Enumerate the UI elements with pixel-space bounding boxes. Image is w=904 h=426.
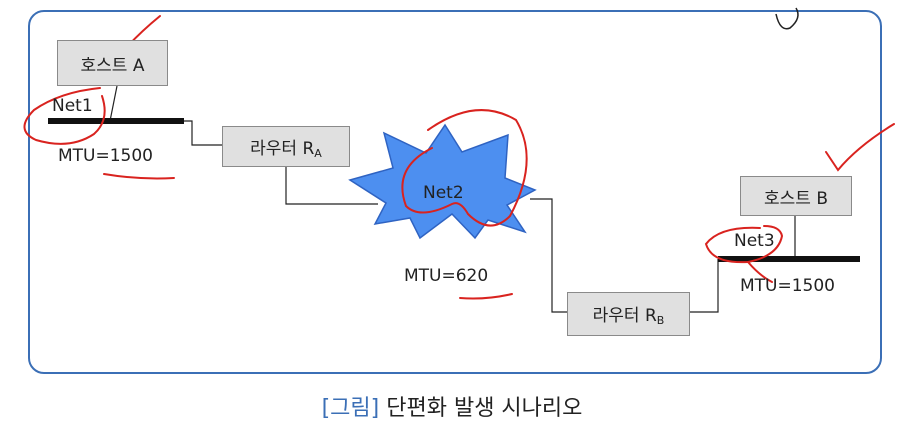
caption-bracket: [그림] — [321, 396, 380, 421]
net2-label: Net2 — [423, 183, 464, 203]
net3-mtu-label: MTU=1500 — [740, 276, 836, 296]
net1-bus — [48, 118, 184, 124]
routerb-net3-link — [690, 259, 719, 313]
net2-cloud — [348, 123, 537, 240]
net1-label: Net1 — [52, 96, 93, 116]
router-b-label: 라우터 RB — [592, 306, 665, 327]
host-b-box: 호스트 B — [740, 176, 852, 216]
router-a-subscript: A — [314, 146, 322, 160]
net3-label: Net3 — [734, 231, 775, 251]
host-a-label: 호스트 A — [80, 55, 145, 76]
net2-circle-annotation — [401, 109, 528, 227]
router-a-label: 라우터 RA — [250, 138, 322, 160]
figure-caption: [그림] 단편화 발생 시나리오 — [0, 390, 904, 422]
check-mark-annotation-b — [825, 123, 895, 172]
host-a-box: 호스트 A — [57, 40, 168, 86]
mtu620-underline-annotation — [459, 293, 513, 300]
net3-tail-annotation — [747, 261, 773, 283]
net1-routera-link — [182, 120, 222, 146]
mtu1500-underline-annotation — [103, 173, 175, 180]
net1-circle-annotation — [23, 87, 106, 145]
host-b-label: 호스트 B — [764, 188, 828, 209]
net3-bus — [718, 256, 860, 262]
routera-net2-link — [285, 167, 378, 205]
hosta-net1-link — [109, 85, 118, 122]
router-b-box: 라우터 RB — [567, 292, 690, 336]
scribble-annotation — [775, 7, 799, 30]
router-a-box: 라우터 RA — [222, 126, 350, 167]
net2-routerb-link — [530, 198, 567, 313]
figure-frame — [28, 10, 882, 374]
caption-text: 단편화 발생 시나리오 — [379, 396, 583, 421]
router-b-subscript: B — [656, 314, 665, 327]
net1-mtu-label: MTU=1500 — [58, 146, 154, 166]
net2-mtu-label: MTU=620 — [404, 266, 489, 286]
